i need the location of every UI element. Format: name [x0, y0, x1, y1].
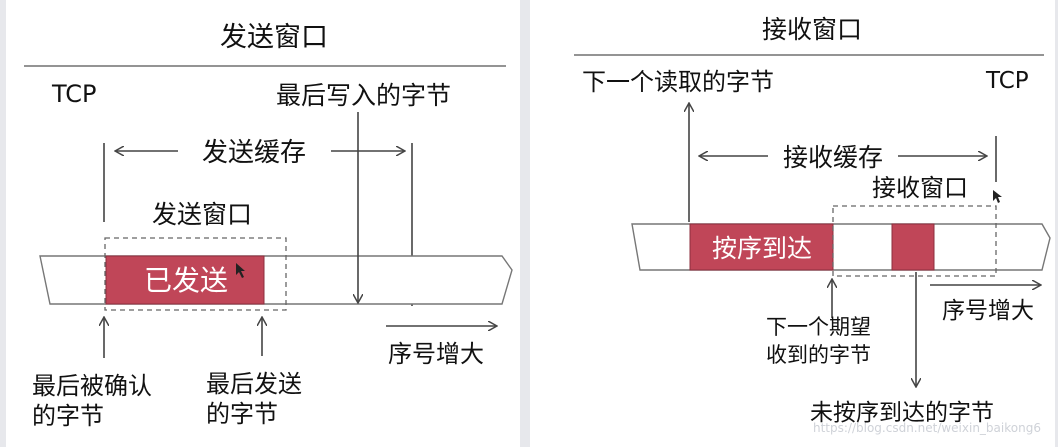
tcp-label: TCP: [51, 80, 96, 108]
tcp-label: TCP: [985, 68, 1029, 94]
in-order-segment: [689, 223, 834, 271]
out-of-order-segment: [891, 223, 935, 271]
sent-label: 已发送: [144, 264, 228, 297]
in-order-label: 按序到达: [712, 234, 812, 263]
send-window-box: [104, 237, 287, 311]
next-expected-label-line2: 收到的字节: [766, 343, 871, 367]
next-expected-label-line1: 下一个期望: [766, 315, 871, 339]
receive-buffer-label: 接收缓存: [783, 143, 883, 172]
cursor-icon: [236, 263, 245, 278]
send-window-label: 发送窗口: [152, 200, 252, 229]
seq-increase-label: 序号增大: [942, 298, 1034, 324]
receive-window-panel: 接收窗口 下一个读取的字节 TCP 接收缓存 接收窗口 按序到达 序号增大 下一…: [530, 0, 1055, 447]
receive-window-label: 接收窗口: [872, 174, 968, 202]
last-acked-label-line2: 的字节: [32, 402, 104, 430]
sent-segment: [105, 255, 265, 305]
receive-window-diagram: 接收窗口 下一个读取的字节 TCP 接收缓存 接收窗口 按序到达 序号增大 下一…: [574, 15, 1051, 435]
send-window-diagram: 发送窗口 TCP 最后写入的字节 发送缓存 发送窗口 已发送 序号增大 最后被确…: [24, 22, 513, 430]
last-sent-label-line2: 的字节: [206, 400, 278, 428]
last-sent-label-line1: 最后发送: [206, 370, 302, 398]
send-window-panel: 发送窗口 TCP 最后写入的字节 发送缓存 发送窗口 已发送 序号增大 最后被确…: [6, 0, 520, 447]
send-buffer-label: 发送缓存: [202, 138, 306, 168]
watermark: https://blog.csdn.net/weixin_baikong6: [813, 421, 1041, 435]
send-title: 发送窗口: [220, 22, 328, 53]
receive-window-box: [832, 205, 997, 277]
last-acked-label-line1: 最后被确认: [32, 372, 152, 400]
last-written-label: 最后写入的字节: [276, 81, 451, 110]
cursor-icon: [993, 190, 1002, 203]
seq-increase-label: 序号增大: [388, 340, 484, 368]
receive-title: 接收窗口: [762, 15, 862, 44]
next-read-label: 下一个读取的字节: [582, 68, 774, 96]
out-of-order-label: 未按序到达的字节: [810, 400, 994, 426]
